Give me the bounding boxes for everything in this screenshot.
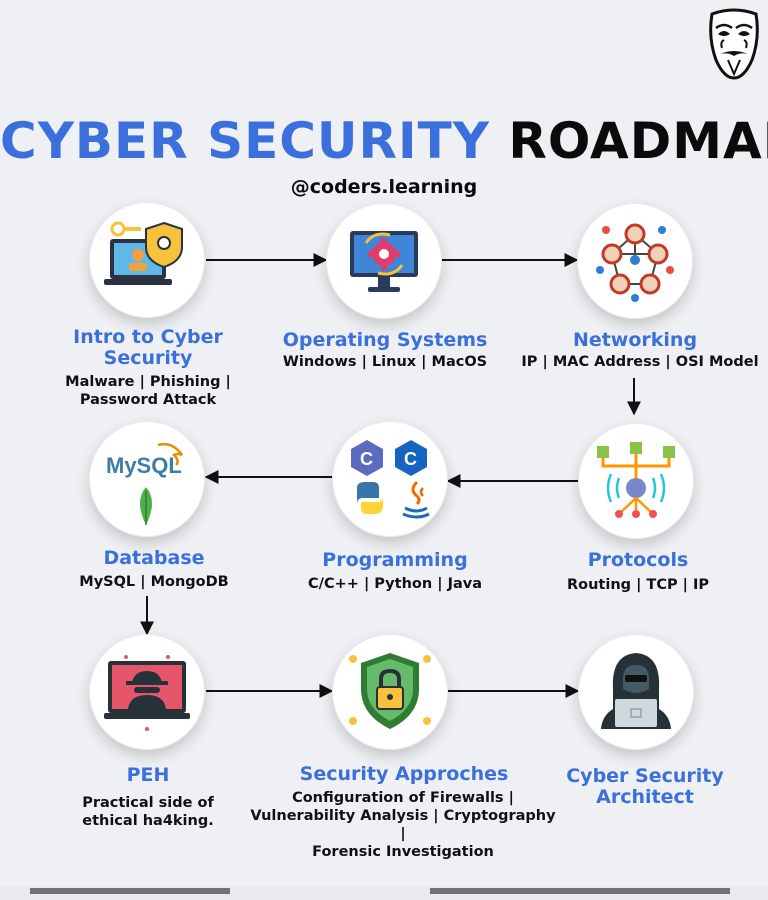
c-logo-icon (351, 440, 383, 476)
python-logo-icon (357, 482, 383, 514)
node-os (326, 203, 442, 319)
svg-text:C: C (404, 449, 417, 469)
node-intro-title-line2: Security (103, 347, 193, 369)
node-security-desc-line2: Vulnerability Analysis | Cryptography | (250, 808, 556, 842)
node-intro-title: Intro to Cyber Security (48, 327, 248, 369)
page-title-part1: CYBER SECURITY (0, 112, 490, 170)
node-networking (577, 203, 693, 319)
node-security (332, 634, 448, 750)
anonymous-mask-icon (709, 8, 759, 80)
node-intro-title-line1: Intro to Cyber (73, 326, 223, 348)
node-peh-desc-line2: ethical ha4king. (82, 813, 214, 829)
node-database-title: Database (103, 547, 205, 569)
author-handle: @coders.learning (290, 176, 478, 198)
node-intro-desc-line2: Password Attack (79, 392, 217, 408)
page-title-part2: ROADMAP (508, 112, 768, 170)
protocol-hub-icon (597, 442, 675, 518)
mysql-logo-text: MySQL (106, 453, 182, 478)
node-programming: C C (332, 421, 448, 537)
mysql-mongodb-icon: MySQL (106, 442, 184, 525)
node-peh (89, 634, 205, 750)
node-security-title: Security Approches (299, 763, 509, 785)
node-networking-desc: IP | MAC Address | OSI Model (521, 354, 759, 370)
node-programming-desc: C/C++ | Python | Java (308, 576, 482, 592)
node-architect-title-line2: Architect (596, 786, 694, 808)
hacker-monitor-icon (104, 655, 190, 731)
bottom-strip (0, 886, 768, 900)
node-peh-desc-line1: Practical side of (82, 795, 214, 811)
laptop-key-shield-icon (104, 221, 183, 285)
node-networking-title: Networking (572, 329, 698, 351)
node-architect-title: Cyber Security Architect (540, 766, 750, 808)
node-programming-title: Programming (322, 549, 468, 571)
node-protocols (578, 423, 694, 539)
node-architect (578, 634, 694, 750)
node-os-title: Operating Systems (282, 329, 488, 351)
node-intro-desc: Malware | Phishing | Password Attack (48, 373, 248, 409)
node-peh-title: PEH (126, 764, 170, 786)
node-os-desc: Windows | Linux | MacOS (282, 354, 488, 370)
node-protocols-title: Protocols (587, 549, 689, 571)
node-peh-desc: Practical side of ethical ha4king. (48, 794, 248, 830)
shield-lock-icon (349, 653, 431, 729)
node-security-desc-line1: Configuration of Firewalls | (292, 790, 514, 806)
node-database-desc: MySQL | MongoDB (79, 574, 229, 590)
network-people-icon (596, 223, 674, 302)
node-intro (89, 202, 205, 318)
node-security-desc-line3: Forensic Investigation (312, 844, 494, 860)
node-architect-title-line1: Cyber Security (566, 765, 724, 787)
language-logos-icon: C C (351, 440, 430, 519)
cpp-logo-icon (395, 440, 427, 476)
page-title: CYBER SECURITY ROADMAP (0, 112, 768, 170)
node-intro-desc-line1: Malware | Phishing | (65, 374, 231, 390)
node-database: MySQL (89, 421, 205, 537)
java-logo-icon (402, 480, 430, 519)
hooded-hacker-laptop-icon (601, 653, 671, 729)
svg-text:C: C (360, 449, 373, 469)
node-protocols-desc: Routing | TCP | IP (566, 577, 710, 593)
monitor-gear-icon (350, 231, 418, 292)
node-security-desc: Configuration of Firewalls | Vulnerabili… (248, 789, 558, 861)
